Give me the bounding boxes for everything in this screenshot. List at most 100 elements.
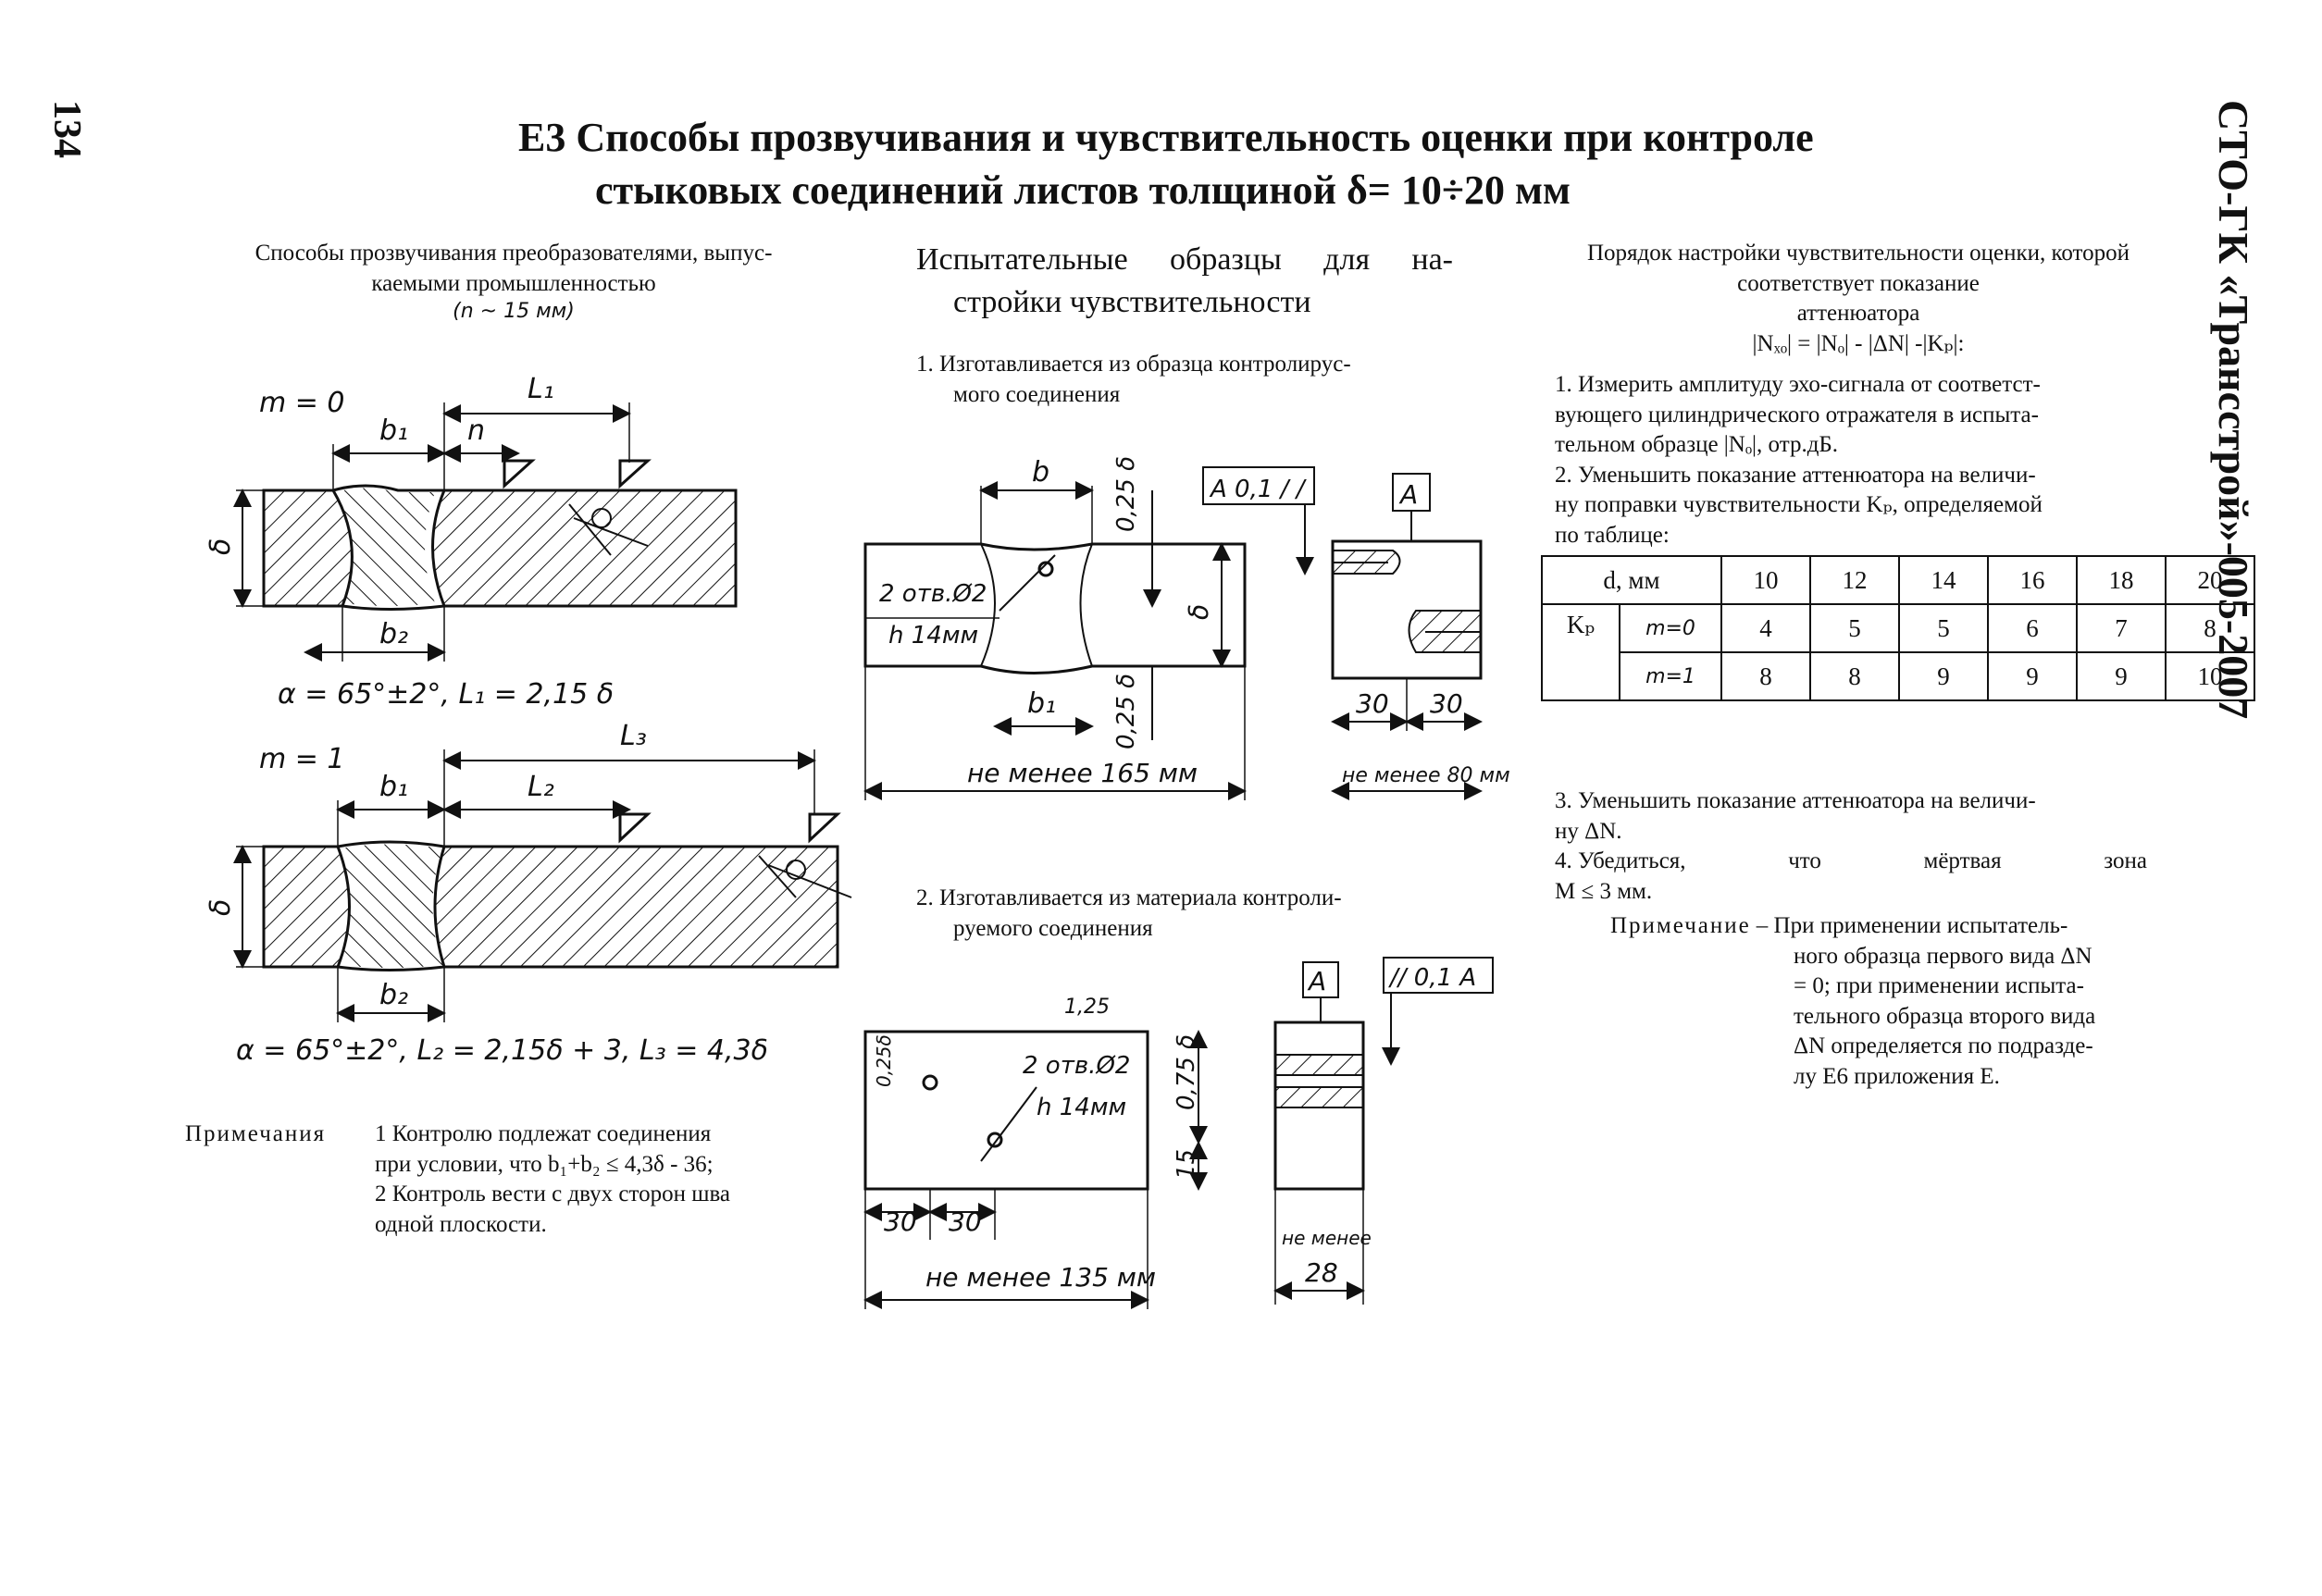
right-note-label: Примечание <box>1610 913 1751 938</box>
test-sample-type-1: b 0,25 δ δ 0,25 δ 2 отв.Ø2 h 14мм b₁ не … <box>863 456 1510 800</box>
item2-line-2: руемого соединения <box>953 915 1153 941</box>
step3-line-1: 3. Уменьшить показание аттенюатора на ве… <box>1555 788 2036 813</box>
step2-line-2: ну поправки чувствительности Kₚ, определ… <box>1555 492 2043 517</box>
right-note-first-line: Примечание – При применении испытатель- <box>1610 911 2184 942</box>
table-cell: 7 <box>2076 603 2167 653</box>
b2-label: b₂ <box>379 979 408 1011</box>
left-note-2-line-1: 2 Контроль вести с двух сторон шва <box>375 1182 731 1206</box>
table-header-cell: 14 <box>1898 555 1989 605</box>
middle-heading-line-1: Испытательные образцы для на- <box>916 242 1453 277</box>
title-line-1: Е3 Способы прозвучивания и чувствительно… <box>518 115 1814 160</box>
offset-025-label: 0,25δ <box>873 1034 895 1087</box>
step4-line-1: 4. Убедиться, что мёртвая зона <box>1555 847 2147 877</box>
table-cell: 6 <box>1987 603 2078 653</box>
left-notes: Примечания 1 Контролю подлежат соединени… <box>185 1120 814 1240</box>
delta-label: δ <box>205 899 237 916</box>
table-row: m=1 8 8 9 9 9 10 <box>1542 651 2255 701</box>
table-header-row: d, мм 10 12 14 16 18 20 <box>1541 555 2255 605</box>
table-cell: 9 <box>1987 651 2078 701</box>
table-cell: 5 <box>1898 603 1989 653</box>
b1-label: b₁ <box>1027 687 1056 720</box>
scan-scheme-m0: δ m = 0 b₁ n L₁ b₂ α = 65°±2°, L₁ = 2,15… <box>205 373 738 711</box>
table-cell: 8 <box>2165 603 2255 653</box>
attenuator-formula: |Nₓₒ| = |Nₒ| - |ΔN| -|Kₚ|: <box>1752 330 1965 356</box>
dim-30: 30 <box>884 1206 917 1237</box>
table-cell: 8 <box>1720 651 1811 701</box>
left-notes-label: Примечания <box>185 1121 327 1146</box>
table-header-cell: 12 <box>1809 555 1900 605</box>
middle-heading: Испытательные образцы для на- стройки чу… <box>916 239 1453 324</box>
kg-label-cell: Kₚ <box>1541 603 1620 701</box>
right-note-line-2: ного образца первого вида ΔN <box>1794 943 2092 969</box>
table-row-label: m=0 <box>1619 603 1722 653</box>
min-side-label: не менее 80 мм <box>1342 764 1510 787</box>
delta-label: δ <box>205 538 237 555</box>
item2-line-1: 2. Изготавливается из материала контроли… <box>916 885 1342 910</box>
b1-label: b₁ <box>379 771 408 803</box>
step2-line-1: 2. Уменьшить показание аттенюатора на ве… <box>1555 462 2036 488</box>
n-label: n <box>467 414 485 447</box>
dim-15: 15 <box>1173 1149 1200 1180</box>
min-side-label: не менее <box>1282 1227 1372 1249</box>
b1-label: b₁ <box>379 414 408 447</box>
middle-item-2: 2. Изготавливается из материала контроли… <box>916 884 1462 944</box>
dim-30: 30 <box>949 1206 982 1237</box>
right-heading-line-1: Порядок настройки чувствительности оценк… <box>1586 241 2130 266</box>
dim-30: 30 <box>1430 688 1463 719</box>
right-note-line-6: лу Е6 приложения Е. <box>1794 1063 2000 1089</box>
b-label: b <box>1032 456 1049 489</box>
left-heading: Способы прозвучивания преобразователями,… <box>199 239 828 326</box>
min-side-value: 28 <box>1305 1257 1338 1288</box>
right-heading-line-3: аттенюатора <box>1796 301 1920 326</box>
step4-word: 4. Убедиться, <box>1555 848 1686 873</box>
table-header-cell: 20 <box>2165 555 2255 605</box>
right-steps-1-2: 1. Измерить амплитуду эхо-сигнала от соо… <box>1555 370 2184 551</box>
middle-item-1: 1. Изготавливается из образца контролиру… <box>916 350 1462 410</box>
dim-075: 0,75 δ <box>1173 1034 1200 1110</box>
right-steps-3-4: 3. Уменьшить показание аттенюатора на ве… <box>1555 786 2147 907</box>
b2-label: b₂ <box>379 618 408 650</box>
step1-line-3: тельном образце |Nₒ|, отр.дБ. <box>1555 432 1839 457</box>
step4-word: зона <box>2104 848 2147 873</box>
test-sample-type-2: 2 отв.Ø2 h 14мм 1,25 0,25δ 0,75 δ 15 30 … <box>863 957 1494 1309</box>
section-title: Е3 Способы прозвучивания и чувствительно… <box>518 111 1814 217</box>
left-note-1-line-2: при условии, что b₁+b₂ ≤ 4,3δ - 36; <box>375 1151 714 1177</box>
roughness-label: 1,25 <box>1064 996 1110 1019</box>
table-cell: 9 <box>1898 651 1989 701</box>
datum-label: A <box>1398 479 1418 510</box>
table-cell: 10 <box>2165 651 2255 701</box>
step2-line-3: по таблице: <box>1555 522 1670 548</box>
right-note-line-1: – При применении испытатель- <box>1756 913 2068 938</box>
L1-label: L₁ <box>528 373 554 405</box>
L3-label: L₃ <box>620 720 647 752</box>
table-row: Kₚ m=0 4 5 5 6 7 8 <box>1541 603 2255 701</box>
right-heading-line-2: соответствует показание <box>1737 270 1980 296</box>
left-heading-line-1: Способы прозвучивания преобразователями,… <box>255 241 773 266</box>
step4-word: мёртвая <box>1923 848 2002 873</box>
left-heading-line-3: (n ~ 15 мм) <box>453 300 575 323</box>
table-header-cell: 10 <box>1720 555 1811 605</box>
left-note-1-line-1: 1 Контролю подлежат соединения <box>375 1121 712 1146</box>
step4-line-2: M ≤ 3 мм. <box>1555 878 1653 904</box>
datum-label: A <box>1307 966 1326 996</box>
L2-label: L₂ <box>528 771 554 803</box>
table-header-cell: d, мм <box>1541 555 1722 605</box>
item1-line-2: мого соединения <box>953 381 1121 407</box>
right-note: Примечание – При применении испытатель- … <box>1610 911 2184 1092</box>
fig1-caption: α = 65°±2°, L₁ = 2,15 δ <box>278 678 614 711</box>
step3-line-2: ну ΔN. <box>1555 818 1622 844</box>
item1-line-1: 1. Изготавливается из образца контролиру… <box>916 352 1351 377</box>
fig2-caption: α = 65°±2°, L₂ = 2,15δ + 3, L₃ = 4,3δ <box>236 1034 768 1067</box>
table-header-cell: 18 <box>2076 555 2167 605</box>
tolerance-frame: A 0,1 / / <box>1209 476 1308 503</box>
parallelism-frame: // 0,1 A <box>1388 964 1476 992</box>
title-line-2: стыковых соединений листов толщиной δ= 1… <box>595 167 1571 214</box>
table-row-label: m=1 <box>1619 651 1722 701</box>
step1-line-2: вующего цилиндрического отражателя в исп… <box>1555 402 2039 427</box>
table-cell: 8 <box>1809 651 1900 701</box>
offset-025-top: 0,25 δ <box>1112 456 1140 532</box>
min-length-label: не менее 165 мм <box>967 758 1198 788</box>
m0-label: m = 0 <box>259 387 345 419</box>
sensitivity-correction-table: d, мм 10 12 14 16 18 20 Kₚ m=0 4 5 5 6 7… <box>1541 555 2255 701</box>
